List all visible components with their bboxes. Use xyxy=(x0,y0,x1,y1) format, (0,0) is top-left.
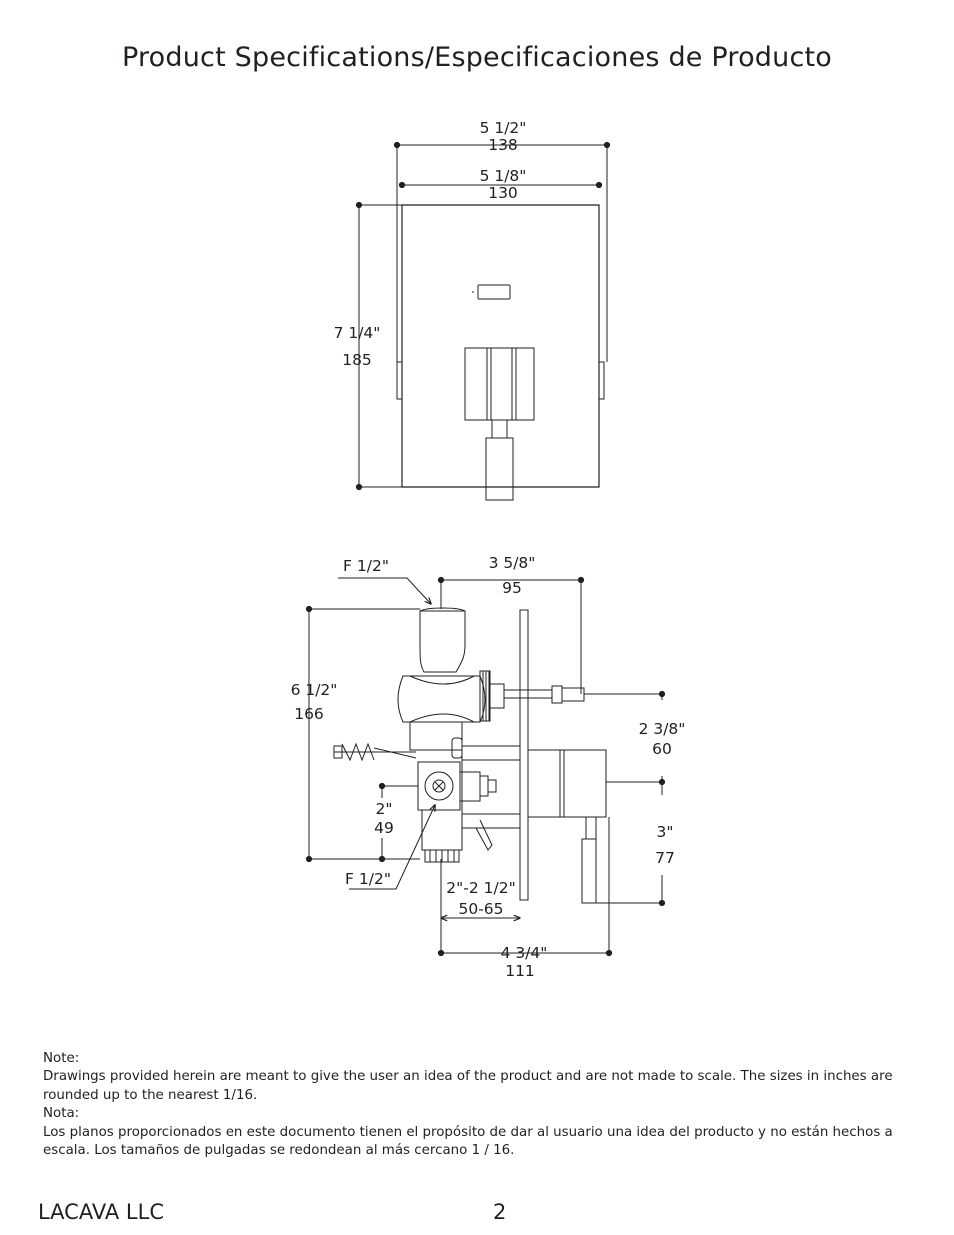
note-heading-es: Nota: xyxy=(43,1106,80,1122)
page-title: Product Specifications/Especificaciones … xyxy=(121,42,833,73)
depth-top-in: 3 5/8" xyxy=(489,554,536,572)
inlet-top-label: F 1/2" xyxy=(343,557,389,575)
side-view xyxy=(306,577,664,955)
inlet-bottom-label: F 1/2" xyxy=(345,870,391,888)
overall-width-in: 5 1/2" xyxy=(480,119,527,137)
spout-offset-in: 2 3/8" xyxy=(639,720,686,738)
wall-range-mm: 50-65 xyxy=(458,900,503,918)
overall-width-mm: 138 xyxy=(488,136,518,154)
bottom-offset-mm: 49 xyxy=(374,819,394,837)
lower-offset-in: 3" xyxy=(657,823,674,841)
wall-range-in: 2"-2 1/2" xyxy=(446,879,515,897)
company-name: LACAVA LLC xyxy=(38,1200,164,1224)
front-view xyxy=(356,142,609,500)
dimension-labels: 5 1/2" 138 5 1/8" 130 7 1/4" 185 F 1/2" … xyxy=(291,119,686,980)
note-text-en: Drawings provided herein are meant to gi… xyxy=(43,1069,893,1103)
plate-width-mm: 130 xyxy=(488,184,518,202)
disclaimer-note: Note: Drawings provided herein are meant… xyxy=(43,1050,923,1160)
note-text-es: Los planos proporcionados en este docume… xyxy=(43,1124,893,1159)
plate-width-in: 5 1/8" xyxy=(480,167,527,185)
body-height-mm: 166 xyxy=(294,705,324,723)
note-heading-en: Note: xyxy=(43,1051,80,1066)
total-depth-mm: 111 xyxy=(505,962,535,980)
height-in: 7 1/4" xyxy=(334,324,381,342)
body-height-in: 6 1/2" xyxy=(291,681,338,699)
height-mm: 185 xyxy=(342,351,372,369)
page-number: 2 xyxy=(493,1200,507,1224)
depth-top-mm: 95 xyxy=(502,579,522,597)
bottom-offset-in: 2" xyxy=(376,800,393,818)
spout-offset-mm: 60 xyxy=(652,740,672,758)
total-depth-in: 4 3/4" xyxy=(501,944,548,962)
lower-offset-mm: 77 xyxy=(655,849,675,867)
